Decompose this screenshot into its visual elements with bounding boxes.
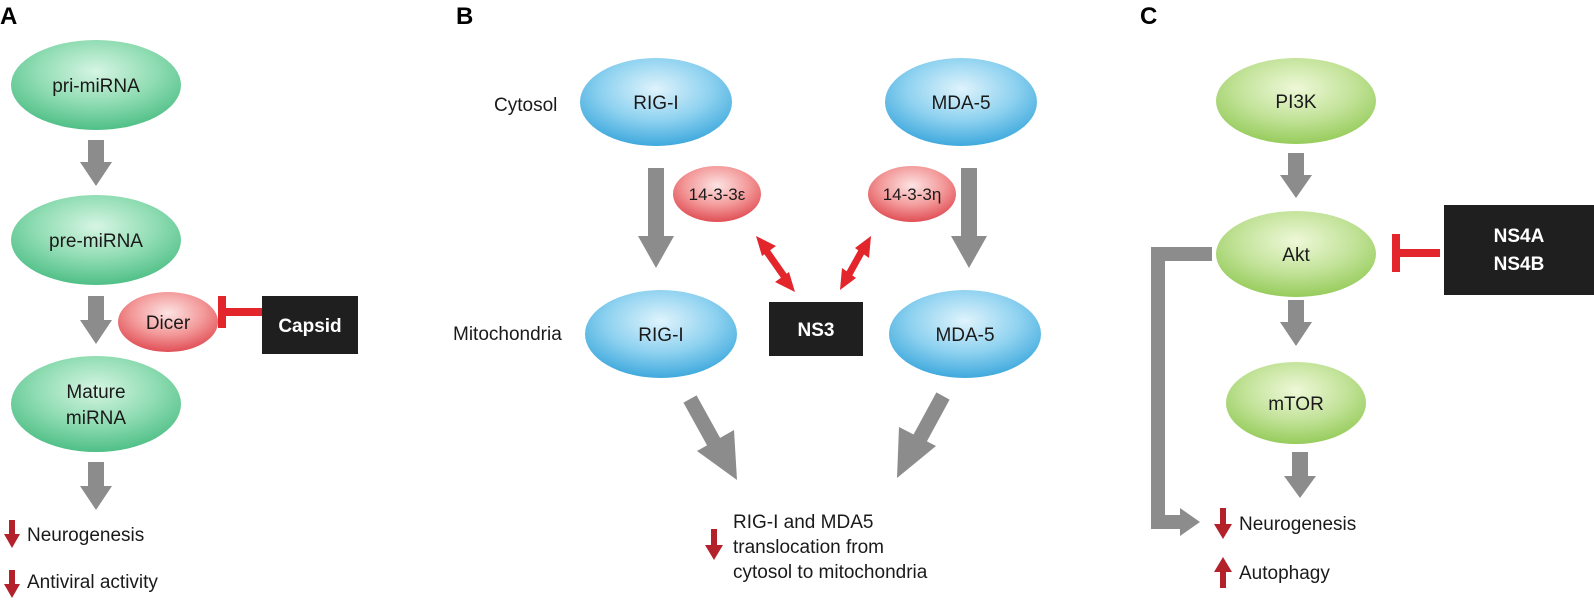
ns3-box [769,302,863,356]
panel-b: B Cytosol Mitochondria RIG-I MDA-5 14-3-… [453,3,1041,583]
ns4-box [1444,205,1594,295]
arrow-pre-to-mature [80,296,112,344]
arrow-akt-to-mtor [1280,300,1312,346]
autophagy-up-arrow [1214,557,1232,588]
pri-mirna-label: pri-miRNA [52,76,140,97]
panel-c-letter: C [1140,3,1157,30]
arrow-mda5-to-mito [951,168,987,268]
adaptor-eta-node [868,166,956,222]
mda5-cytosol-label: MDA-5 [931,93,990,114]
arrow-pi3k-to-akt [1280,153,1312,198]
panel-a-letter: A [0,3,17,30]
pre-mirna-label: pre-miRNA [49,231,143,252]
arrow-mtor-to-outcomes [1284,452,1316,498]
rigi-mito-node [585,290,737,378]
panel-a: A pri-miRNA pre-miRNA Dicer Capsid Matur… [0,3,358,598]
antiviral-down-arrow [4,570,20,598]
panel-c: C PI3K Akt NS4A NS4B mTOR Neurogenesis [1140,3,1594,588]
akt-label: Akt [1282,245,1310,266]
pi3k-label: PI3K [1275,92,1317,113]
ns3-epsilon-double-arrow [756,236,795,292]
outcome-line-3: cytosol to mitochondria [733,562,928,583]
akt-bypass-arrow [1151,247,1212,536]
adaptor-epsilon-node [673,166,761,222]
mature-mirna-node [11,356,181,452]
arrow-pri-to-pre [80,140,112,186]
arrow-mda5-to-outcome [897,392,950,478]
rigi-cytosol-node [580,58,732,146]
neurogenesis-down-arrow-c [1214,508,1232,539]
mda5-cytosol-node [885,58,1037,146]
dicer-node [118,292,218,352]
adaptor-epsilon-label: 14-3-3ε [689,185,746,204]
outcome-line-1: RIG-I and MDA5 [733,512,873,533]
mature-mirna-label-2: miRNA [66,408,126,429]
mtor-node [1226,362,1366,444]
ns3-label: NS3 [798,320,835,341]
panel-b-letter: B [456,3,473,30]
pri-mirna-node [11,40,181,130]
outcome-neurogenesis: Neurogenesis [27,525,144,546]
outcome-c-neurogenesis: Neurogenesis [1239,514,1356,535]
rigi-mito-label: RIG-I [638,325,683,346]
ns4-inhibits-akt [1392,234,1440,272]
ns4b-label: NS4B [1494,254,1545,275]
capsid-box [262,296,358,354]
mitochondria-label: Mitochondria [453,324,562,345]
adaptor-eta-label: 14-3-3η [883,185,942,204]
outcome-line-2: translocation from [733,537,884,558]
capsid-inhibits-dicer [218,296,264,328]
arrow-mature-to-outcomes [80,462,112,510]
outcome-c-autophagy: Autophagy [1239,563,1330,584]
mtor-label: mTOR [1268,394,1324,415]
pi3k-node [1216,58,1376,144]
akt-node [1216,211,1376,297]
dicer-label: Dicer [146,313,191,334]
capsid-label: Capsid [278,316,341,337]
ns3-eta-double-arrow [840,236,871,290]
mature-mirna-label-1: Mature [66,382,125,403]
mda5-mito-label: MDA-5 [935,325,994,346]
arrow-rigi-to-mito [638,168,674,268]
neurogenesis-down-arrow [4,520,20,548]
mda5-mito-node [889,290,1041,378]
arrow-rigi-to-outcome [683,395,737,480]
ns4a-label: NS4A [1494,226,1545,247]
pre-mirna-node [11,195,181,285]
rigi-cytosol-label: RIG-I [633,93,678,114]
cytosol-label: Cytosol [494,95,557,116]
outcome-antiviral-activity: Antiviral activity [27,572,158,593]
translocation-down-arrow [705,529,723,560]
